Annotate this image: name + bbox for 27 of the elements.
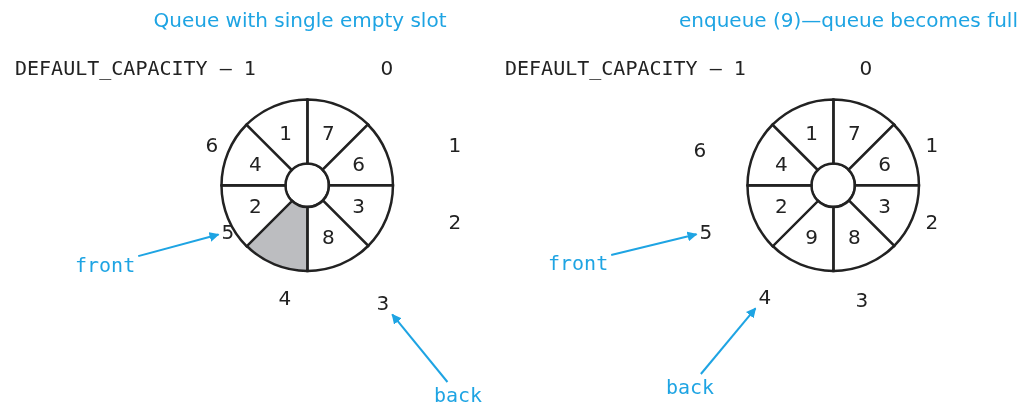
empty-slot (244, 199, 309, 273)
panel-title: enqueue (9)—queue becomes full (679, 10, 1018, 30)
index-number: 1 (448, 135, 462, 155)
index-number: 5 (221, 222, 235, 242)
index-number: 2 (448, 212, 462, 232)
index-number: 2 (925, 212, 939, 232)
index-number: 4 (278, 288, 292, 308)
index-number: 1 (925, 135, 939, 155)
index-number: 6 (205, 135, 219, 155)
pointer-label: back (666, 377, 715, 397)
panel-title: Queue with single empty slot (153, 10, 447, 30)
pointer-arrow (610, 231, 698, 256)
index-number: 3 (855, 290, 869, 310)
pointer-label: front (548, 253, 609, 273)
pointer-label: front (75, 255, 136, 275)
index-number: 4 (758, 287, 772, 307)
index-number: 3 (376, 293, 390, 313)
pointer-label: back (434, 385, 483, 405)
pointer-arrow (699, 307, 757, 375)
index-label: DEFAULT_CAPACITY – 1 (505, 58, 746, 78)
index-number: 5 (699, 222, 713, 242)
index-number: 6 (693, 140, 707, 160)
index-number: 0 (859, 58, 873, 78)
index-label: DEFAULT_CAPACITY – 1 (15, 58, 256, 78)
index-number: 0 (380, 58, 394, 78)
pointer-arrow (391, 313, 449, 383)
pointer-arrow (137, 232, 220, 258)
